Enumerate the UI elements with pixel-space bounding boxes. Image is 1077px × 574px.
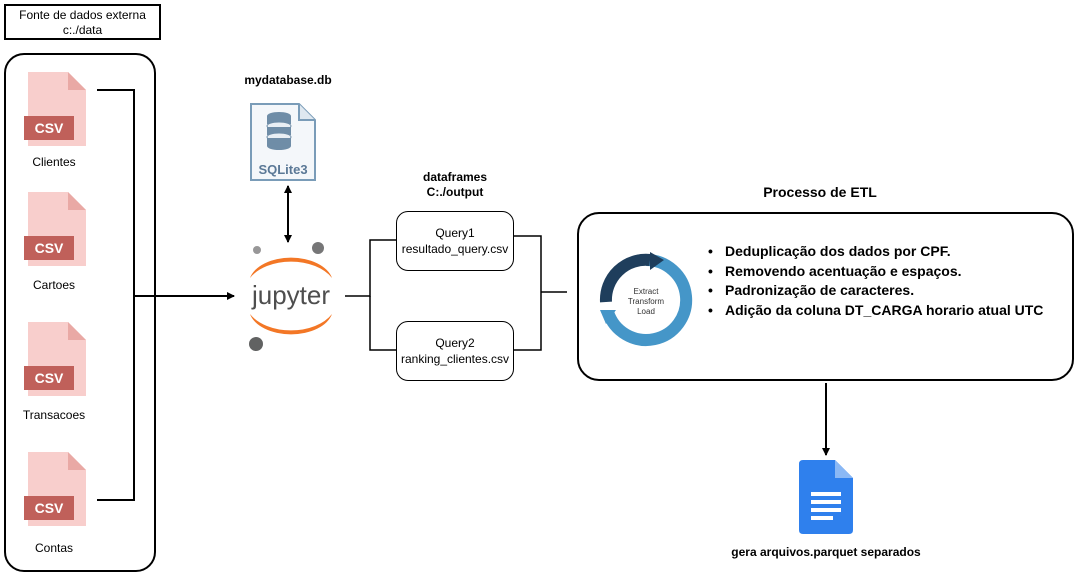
etl-title: Processo de ETL [763,184,877,200]
etl-extract-text: Extract [634,287,660,296]
source-title-box: Fonte de dados externa c:./data [4,4,161,40]
etl-step: Deduplicação dos dados por CPF. [708,242,1043,262]
csv-badge-text: CSV [35,240,64,256]
csv-badge-text: CSV [35,370,64,386]
document-icon [799,460,853,534]
output-label: gera arquivos.parquet separados [731,545,921,559]
source-title: Fonte de dados externa [19,8,146,22]
etl-cycle-icon: Extract Transform Load [599,252,693,346]
csv-file-icon: CSV [24,72,86,146]
source-path: c:./data [62,23,103,37]
csv-merge-line [97,89,235,501]
query1-box: Query1 resultado_query.csv [396,211,514,271]
query2-box: Query2 ranking_clientes.csv [396,321,514,381]
csv-file-label: Contas [34,541,74,555]
dataframes-title: dataframes [422,170,488,184]
csv-file-label: Clientes [32,155,76,169]
query1-file: resultado_query.csv [401,242,509,256]
csv-file-icon: CSV [24,452,86,526]
sqlite-icon: SQLite3 [250,103,316,181]
query-etl-lines [514,235,567,351]
csv-file-icon: CSV [24,322,86,396]
csv-file-label: Transacoes [22,408,86,422]
source-container [4,53,156,572]
etl-transform-text: Transform [628,297,664,306]
dataframes-label: dataframes C:./output [400,170,510,200]
etl-load-text: Load [637,307,655,316]
csv-badge-text: CSV [35,500,64,516]
query2-file: ranking_clientes.csv [400,352,510,366]
etl-step: Padronização de caracteres. [708,281,1043,301]
csv-file-icon: CSV [24,192,86,266]
query2-name: Query2 [435,336,475,350]
dataframes-path: C:./output [426,185,484,199]
jupyter-query-lines [345,239,396,351]
etl-step: Adição da coluna DT_CARGA horario atual … [708,301,1043,321]
sqlite-icon-text: SQLite3 [258,162,307,177]
csv-badge-text: CSV [35,120,64,136]
jupyter-text: jupyter [251,280,330,310]
etl-steps-list: Deduplicação dos dados por CPF. Removend… [708,242,1043,321]
query1-name: Query1 [435,226,475,240]
etl-step: Removendo acentuação e espaços. [708,262,1043,282]
csv-file-label: Cartoes [32,278,76,292]
database-label: mydatabase.db [244,73,332,87]
jupyter-logo: jupyter [249,242,332,351]
